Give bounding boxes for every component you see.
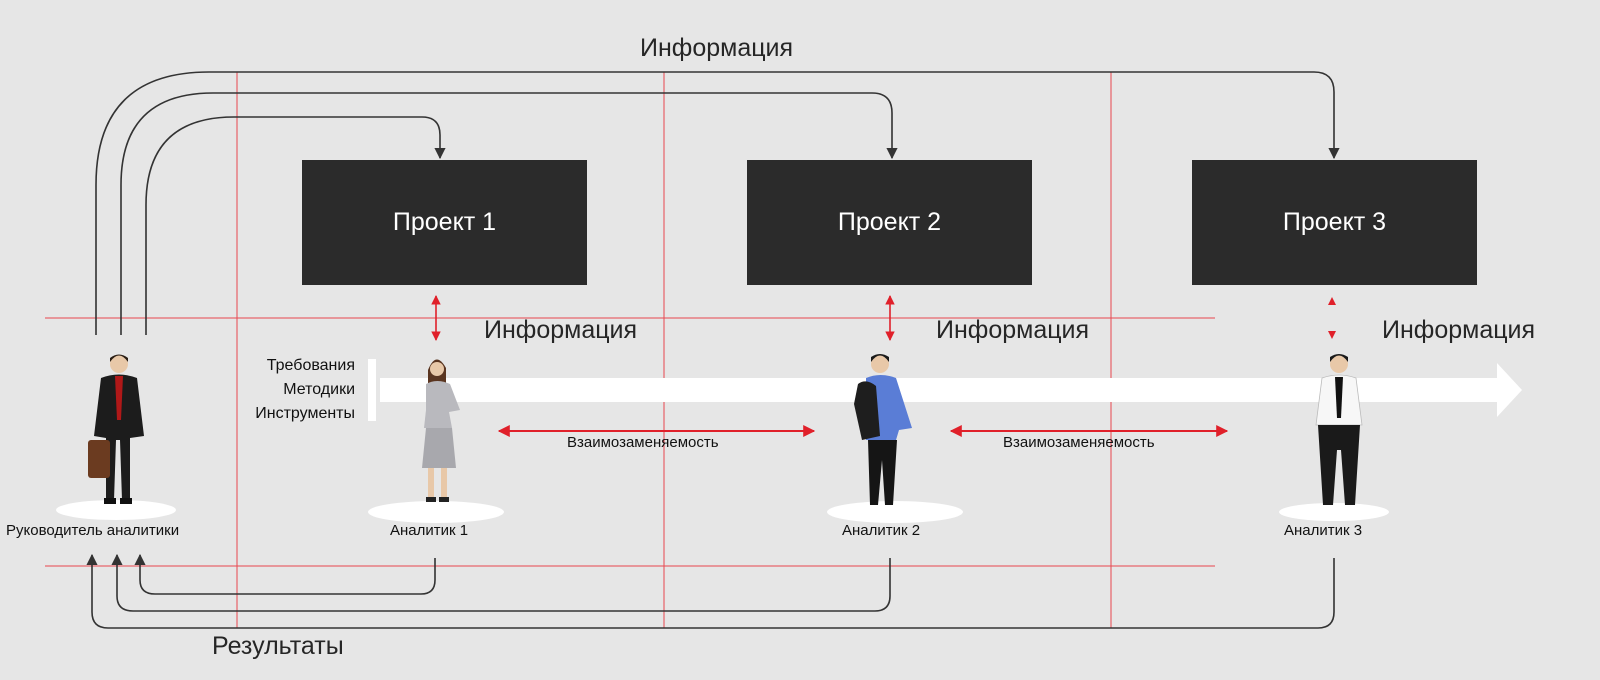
project-2-box: Проект 2 — [747, 160, 1032, 285]
result-arrow-analyst-3 — [86, 553, 1335, 629]
results-label: Результаты — [212, 632, 344, 660]
result-arrow-analyst-2 — [111, 553, 891, 612]
project-2-label: Проект 2 — [837, 208, 942, 236]
floor-shadows — [56, 500, 1389, 523]
analyst-1-figure — [422, 359, 460, 502]
info-link-3 — [1328, 297, 1336, 339]
analyst-3-figure — [1315, 354, 1363, 505]
project-3-box: Проект 3 — [1192, 160, 1477, 285]
analyst-1-label: Аналитик 1 — [390, 522, 469, 539]
top-information-label: Информация — [640, 34, 794, 62]
info-arrow-project-3 — [95, 71, 1340, 335]
info-arrow-project-1 — [145, 116, 446, 335]
analyst-2-label: Аналитик 2 — [842, 522, 921, 539]
analyst-2-figure — [854, 354, 912, 505]
info-label-3: Информация — [1382, 316, 1536, 344]
interchange-label-2: Взаимозаменяемость — [1003, 434, 1155, 451]
result-arrow-analyst-1 — [134, 553, 436, 595]
guide-lines — [45, 72, 1215, 628]
project-1-label: Проект 1 — [392, 208, 497, 236]
info-arrow-project-2 — [120, 92, 898, 335]
info-flow-arrows — [95, 71, 1340, 335]
tools-label: Инструменты — [255, 405, 355, 422]
info-label-1: Информация — [484, 316, 638, 344]
head-of-analytics-figure — [88, 354, 144, 504]
knowledge-flow-arrow — [368, 359, 1522, 421]
project-3-label: Проект 3 — [1282, 208, 1387, 236]
methods-label: Методики — [283, 381, 355, 398]
project-1-box: Проект 1 — [302, 160, 587, 285]
analyst-3-label: Аналитик 3 — [1284, 522, 1363, 539]
info-label-2: Информация — [936, 316, 1090, 344]
requirements-label: Требования — [266, 357, 355, 374]
results-flow-arrows — [86, 553, 1335, 629]
project-info-arrows — [431, 295, 895, 341]
interchange-label-1: Взаимозаменяемость — [567, 434, 719, 451]
head-of-analytics-label: Руководитель аналитики — [6, 522, 180, 539]
